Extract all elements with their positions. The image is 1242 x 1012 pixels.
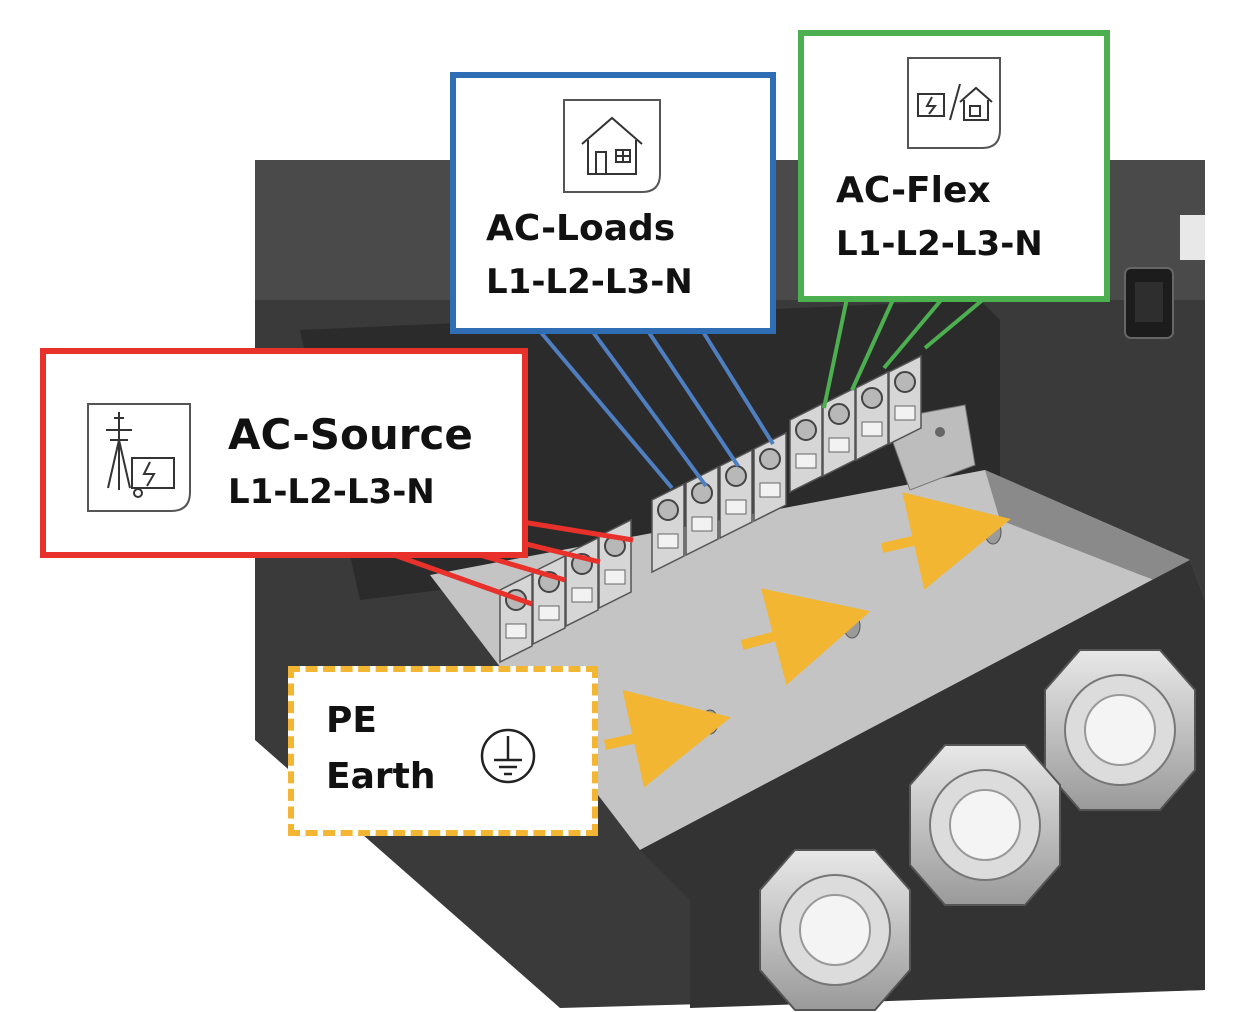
ac-flex-terminal-screw [894, 371, 916, 393]
earth-ground-icon [480, 728, 536, 784]
cavity-right-wall [985, 470, 1205, 600]
ac-flex-terminal-slot [861, 421, 883, 437]
ac-loads-terminal-screw [657, 499, 679, 521]
ac-flex-terminal-slot [828, 437, 850, 453]
earth-arrows [603, 492, 1011, 788]
pe-earth-label-box: PE Earth [288, 666, 598, 836]
grid-generator-icon [87, 403, 191, 512]
ac-loads-terminal-slot [691, 516, 713, 532]
house-icon [563, 99, 661, 193]
ac-flex-terminal-slot [795, 453, 817, 469]
ac-loads-terminal-block [651, 482, 685, 574]
ac-flex-terminal-block [822, 386, 856, 478]
ac-source-terminal-block [532, 554, 566, 646]
ac-source-terminal-slot [505, 623, 527, 639]
ac-loads-title: AC-Loads [486, 208, 676, 249]
ac-source-terminal-slot [571, 587, 593, 603]
ac-source-terminal-slot [538, 605, 560, 621]
ac-loads-terminal-slot [725, 499, 747, 515]
ac-source-terminals: L1-L2-L3-N [228, 472, 435, 512]
ac-flex-terminal-block [855, 370, 889, 462]
ac-flex-terminal-screw [828, 403, 850, 425]
ac-loads-terminal-slot [657, 533, 679, 549]
ac-flex-terminal-slot [894, 405, 916, 421]
panel-sliver [1180, 215, 1205, 260]
ac-flex-title: AC-Flex [836, 170, 991, 211]
cable-glands [759, 649, 1196, 1011]
ac-flex-label-box: AC-Flex L1-L2-L3-N [798, 30, 1110, 302]
ac-source-terminal-slot [604, 569, 626, 585]
ac-flex-terminal-screw [795, 419, 817, 441]
terminal-blocks [499, 354, 922, 664]
earth-label: Earth [326, 756, 436, 797]
generator-house-icon [907, 57, 1001, 149]
ac-flex-terminal-screw [861, 387, 883, 409]
ac-loads-terminal-slot [759, 482, 781, 498]
pe-label: PE [326, 700, 377, 741]
ac-source-terminal-block [499, 572, 533, 664]
ac-flex-terminal-block [888, 354, 922, 446]
ac-flex-terminal-block [789, 402, 823, 494]
ac-loads-label-box: AC-Loads L1-L2-L3-N [450, 72, 776, 334]
ac-loads-terminal-block [753, 431, 787, 523]
ac-loads-terminal-screw [759, 448, 781, 470]
ac-source-terminal-block [565, 536, 599, 628]
ac-source-label-box: AC-Source L1-L2-L3-N [40, 348, 528, 558]
ac-loads-terminal-screw [725, 465, 747, 487]
ac-loads-terminal-screw [691, 482, 713, 504]
ac-loads-terminals: L1-L2-L3-N [486, 262, 693, 302]
ac-source-title: AC-Source [228, 410, 473, 459]
ac-flex-terminals: L1-L2-L3-N [836, 224, 1043, 264]
